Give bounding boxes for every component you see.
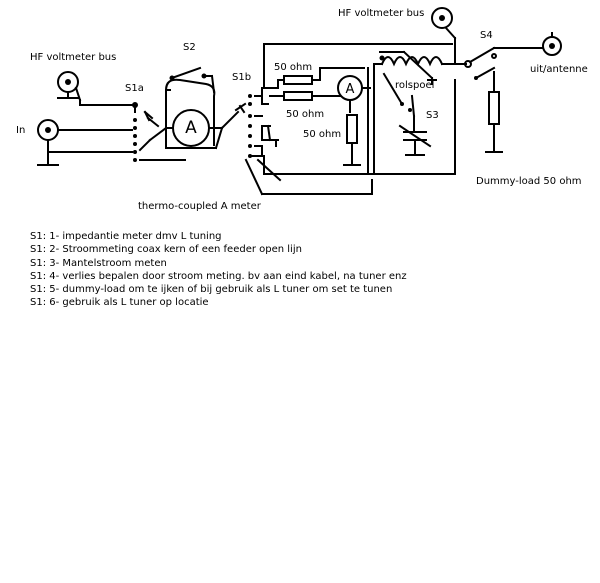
label-dummy-load: Dummy-load 50 ohm xyxy=(476,176,582,187)
label-s3: S3 xyxy=(426,110,439,121)
resistor-r2 xyxy=(269,91,341,101)
label-hf-bus-top: HF voltmeter bus xyxy=(338,8,424,19)
label-s1b: S1b xyxy=(232,72,251,83)
input-connector xyxy=(37,119,133,166)
s1b-switch xyxy=(220,87,282,182)
switch-position-notes: S1: 1- impedantie meter dmv L tuning S1:… xyxy=(30,230,407,310)
resistor-r3 xyxy=(343,114,361,166)
label-coil: rolspoel xyxy=(395,80,434,91)
s1a-switch xyxy=(132,102,186,162)
label-input: In xyxy=(16,125,25,136)
note-item: S1: 1- impedantie meter dmv L tuning xyxy=(30,231,222,242)
note-item: S1: 5- dummy-load om te ijken of bij geb… xyxy=(30,284,393,296)
label-s1a: S1a xyxy=(125,83,144,94)
note-item: S1: 4- verlies bepalen door stroom metin… xyxy=(30,270,407,282)
label-r3: 50 ohm xyxy=(303,129,341,140)
label-output: uit/antenne xyxy=(530,64,588,75)
note-item: S1: 3- Mantelstroom meten xyxy=(30,257,167,269)
label-thermo-meter: thermo-coupled A meter xyxy=(138,201,262,212)
ammeter-main-label: A xyxy=(185,118,197,138)
roller-coil xyxy=(373,50,456,85)
note-item: S1: 2- Stroommeting coax kern of een fee… xyxy=(30,244,302,256)
note-item: S1: 6- gebruik als L tuner op locatie xyxy=(30,297,209,309)
s4-switch xyxy=(464,46,541,80)
main-ammeter: A xyxy=(164,78,224,150)
label-r1: 50 ohm xyxy=(274,62,312,73)
s3-switch xyxy=(382,72,416,133)
resistor-r1 xyxy=(277,75,321,89)
label-r2: 50 ohm xyxy=(286,109,324,120)
label-s2: S2 xyxy=(183,42,196,53)
hf-bus-connector-left xyxy=(57,71,136,106)
ammeter-small: A xyxy=(319,67,371,113)
label-hf-bus-left: HF voltmeter bus xyxy=(30,52,116,63)
label-s4: S4 xyxy=(480,30,493,41)
ammeter-small-label: A xyxy=(346,82,355,97)
output-connector xyxy=(539,32,562,56)
ground-s1b xyxy=(261,124,279,142)
variable-capacitor xyxy=(398,124,432,156)
return-wiring xyxy=(244,63,456,196)
hf-bus-connector-top xyxy=(263,7,467,89)
dummy-load-resistor xyxy=(485,71,503,153)
